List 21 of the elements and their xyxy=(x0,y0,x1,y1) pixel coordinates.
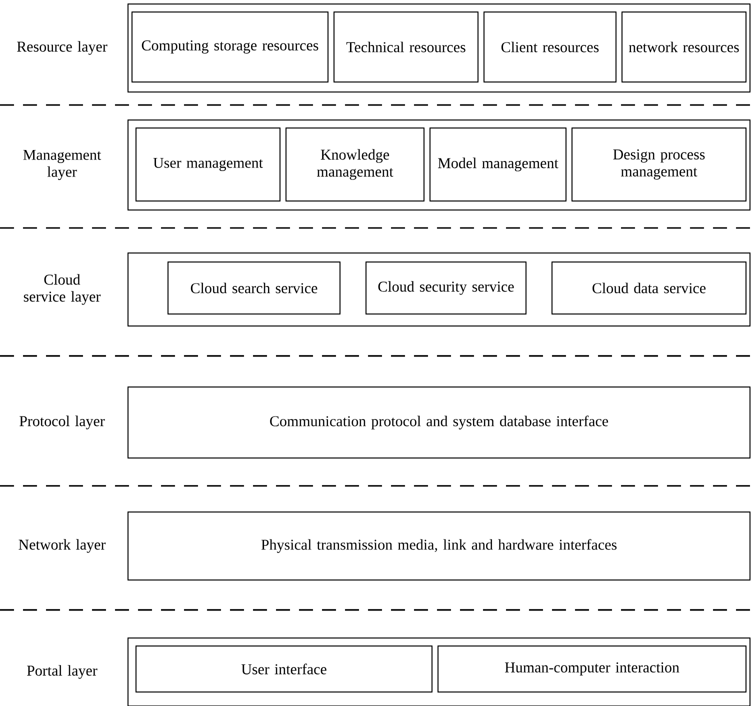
layer-label: Management layer xyxy=(23,150,102,180)
component-box: Cloud security service xyxy=(366,261,526,314)
layer-label: Protocol layer xyxy=(20,416,105,430)
layer-label: Network layer xyxy=(18,539,106,553)
component-box: User management xyxy=(136,127,280,202)
component-box: Cloud data service xyxy=(552,261,746,314)
component-box: Design process management xyxy=(572,127,746,202)
layer-label: Portal layer xyxy=(27,665,98,679)
layer-box: Physical transmission media, link and hardware interfaces xyxy=(128,511,750,580)
layer-label: Cloud service layer xyxy=(24,274,101,305)
layer-label: Resource layer xyxy=(17,41,108,55)
component-box: Human-computer interaction xyxy=(438,645,746,692)
component-box: Computing storage resources xyxy=(132,12,328,82)
layer-box: Communication protocol and system database interface xyxy=(128,386,750,458)
component-box: Technical resources xyxy=(334,12,478,82)
component-box: Client resources xyxy=(484,12,616,82)
component-box: User interface xyxy=(136,645,432,692)
component-box: Model management xyxy=(430,127,566,202)
component-box: Cloud search service xyxy=(168,261,340,314)
component-box: network resources xyxy=(622,12,746,82)
component-box: Knowledge management xyxy=(286,127,424,202)
